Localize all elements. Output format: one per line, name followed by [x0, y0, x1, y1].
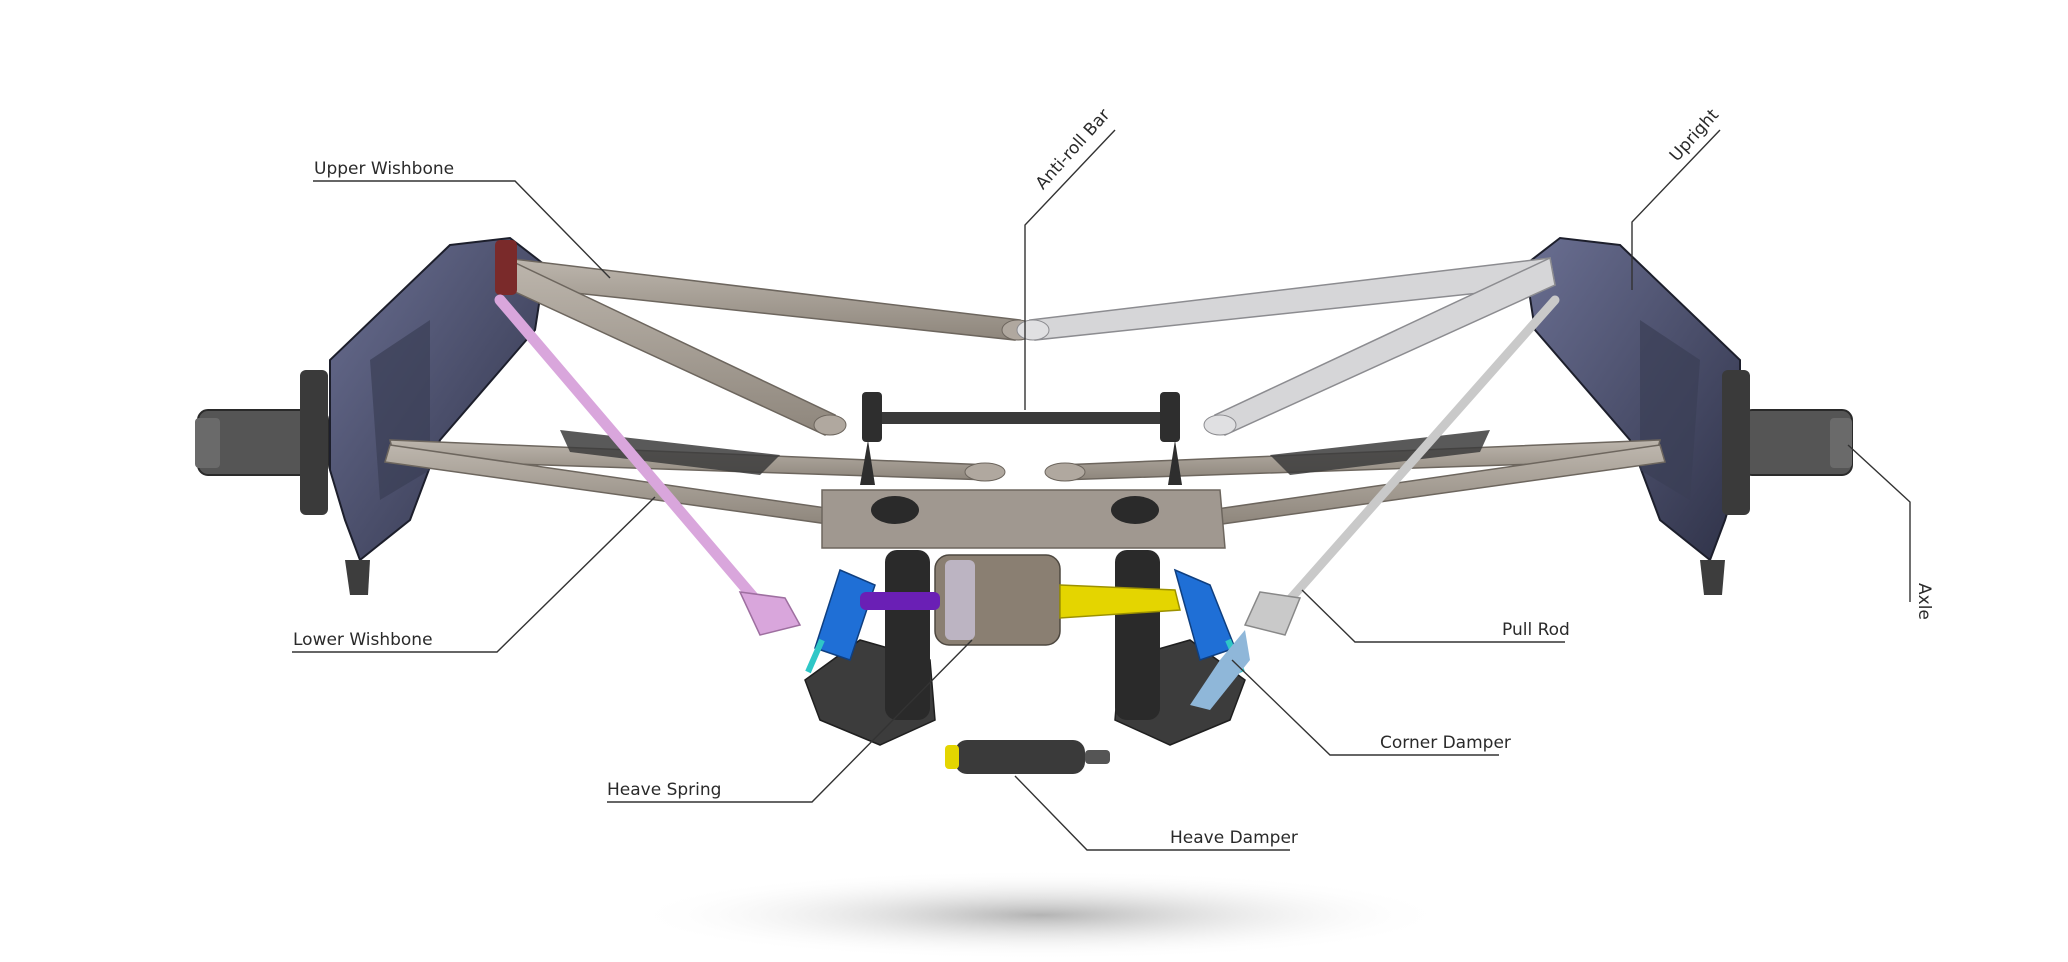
leader-lines [292, 129, 1911, 851]
lower-wishbone-left [384, 430, 1006, 526]
ground-shadow [630, 870, 1450, 960]
label-pull-rod: Pull Rod [1502, 620, 1570, 640]
leader-upright [1631, 129, 1721, 290]
label-corner-damper: Corner Damper [1380, 733, 1511, 753]
pull-rod-right [1190, 295, 1560, 710]
leader-upper-wishbone [313, 180, 611, 279]
leader-heave-spring [607, 639, 973, 803]
leader-lower-wishbone [292, 496, 656, 653]
label-lower-wishbone: Lower Wishbone [293, 630, 433, 650]
upper-wishbone-right [1016, 256, 1556, 436]
label-heave-damper: Heave Damper [1170, 828, 1298, 848]
leader-pull-rod [1301, 589, 1565, 643]
label-axle: Axle [1914, 583, 1934, 620]
upper-wishbone-left [495, 240, 1035, 436]
label-heave-spring: Heave Spring [607, 780, 722, 800]
upright-right [1523, 236, 1741, 595]
anti-roll-bar [860, 392, 1182, 485]
rocker-plate [821, 489, 1226, 549]
leader-axle [1847, 444, 1911, 602]
hub-left [195, 370, 329, 515]
hub-right [1722, 370, 1853, 515]
pull-rod-left [494, 294, 802, 636]
heave-damper [945, 740, 1110, 774]
leader-corner-damper [1231, 659, 1499, 756]
leader-heave-damper [1014, 775, 1290, 851]
corner-damper-left [805, 568, 876, 674]
label-upper-wishbone: Upper Wishbone [314, 159, 455, 179]
leader-anti-roll-bar [1024, 129, 1116, 410]
heave-spring [860, 554, 1181, 646]
